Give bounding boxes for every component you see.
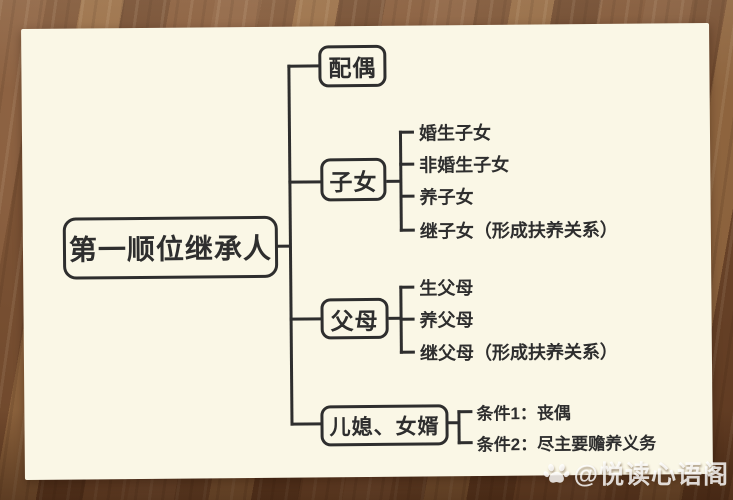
bracket-line-inlaws — [457, 410, 461, 445]
root-node: 第一顺位继承人 — [62, 215, 279, 280]
leaf-tick — [399, 194, 415, 198]
leaf-tick — [398, 130, 414, 134]
leaf-node: 婚生子女 — [418, 122, 492, 144]
leaf-tick — [457, 410, 473, 414]
leaf-tick — [399, 162, 415, 166]
watermark-text: @悦读心语阁 — [573, 461, 729, 489]
trunk-line — [287, 64, 294, 426]
leaf-node: 继子女（形成扶养关系） — [419, 219, 618, 242]
connector-parents — [289, 317, 322, 321]
leaf-node: 生父母 — [419, 278, 474, 299]
leaf-tick — [457, 441, 473, 445]
connector-children — [288, 180, 322, 184]
leaf-tick — [399, 285, 415, 289]
leaf-node: 条件2：尽主要赡养义务 — [476, 433, 657, 455]
bracket-line-children — [398, 130, 403, 232]
leaf-tick — [399, 317, 415, 321]
branch-node-spouse: 配偶 — [318, 44, 387, 88]
leaf-node: 继父母（形成扶养关系） — [419, 341, 618, 364]
branch-node-parents: 父母 — [320, 297, 389, 340]
leaf-node: 养父母 — [419, 310, 474, 331]
leaf-node: 养子女 — [419, 187, 474, 208]
leaf-tick — [399, 228, 415, 232]
leaf-node: 条件1：丧偶 — [476, 403, 571, 424]
branch-node-children: 子女 — [320, 157, 387, 202]
connector-inlaws — [290, 422, 322, 426]
leaf-tick — [399, 350, 415, 354]
watermark: @悦读心语阁 — [543, 455, 729, 491]
connector-spouse — [287, 64, 320, 68]
paw-icon — [543, 460, 570, 487]
branch-node-inlaws: 儿媳、女婿 — [320, 404, 449, 447]
diagram-card: 第一顺位继承人 配偶 子女 父母 儿媳、女婿 婚生子女 非婚生子女 养子女 继子… — [21, 23, 713, 480]
leaf-node: 非婚生子女 — [419, 154, 510, 176]
